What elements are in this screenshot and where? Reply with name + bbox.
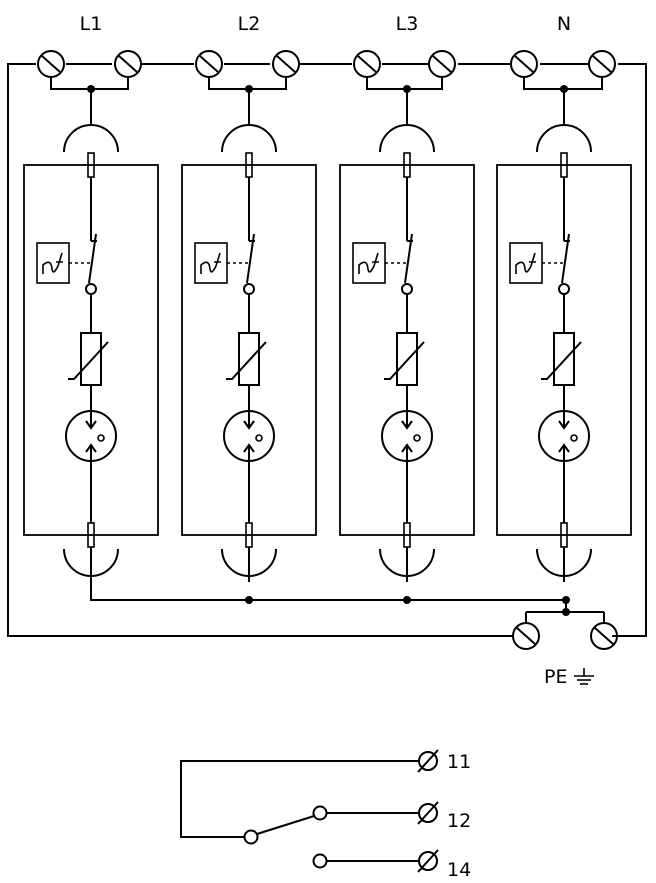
phase-label-n: N bbox=[557, 13, 571, 35]
terminal-14-icon bbox=[417, 849, 439, 873]
terminal-screw-l2-right-icon bbox=[272, 50, 300, 78]
outer-frame-wire bbox=[7, 63, 647, 637]
contact-pivot-icon bbox=[243, 829, 259, 845]
plug-arc-top-l1 bbox=[63, 124, 119, 153]
phase-label-l3: L3 bbox=[396, 13, 419, 35]
terminal-screw-l3-left-icon bbox=[353, 50, 381, 78]
terminal-label-12: 12 bbox=[447, 810, 471, 832]
protection-modules bbox=[23, 50, 632, 582]
terminal-screw-l3-right-icon bbox=[428, 50, 456, 78]
signal-contact-wire bbox=[180, 760, 419, 862]
pe-label: PE bbox=[544, 666, 567, 688]
disconnector-switch-l3 bbox=[404, 233, 413, 284]
pe-terminal-left-icon bbox=[512, 622, 540, 650]
disconnector-switch-n bbox=[561, 233, 570, 284]
thermal-trip-icon-l3 bbox=[352, 242, 408, 284]
plug-arc-top-l2 bbox=[221, 124, 277, 153]
terminal-screw-n-left-icon bbox=[510, 50, 538, 78]
junction-dot-l3 bbox=[403, 596, 411, 604]
terminal-label-14: 14 bbox=[447, 859, 471, 881]
pe-bus-wire bbox=[90, 580, 605, 622]
junction-dot-pe bbox=[562, 608, 570, 616]
contact-no-point-icon bbox=[312, 853, 328, 869]
module-l3 bbox=[339, 50, 475, 582]
contact-nc-point-icon bbox=[312, 805, 328, 821]
plug-arc-top-l3 bbox=[379, 124, 435, 153]
terminal-12-icon bbox=[417, 801, 439, 825]
terminal-screw-l2-left-icon bbox=[195, 50, 223, 78]
plug-arc-top-n bbox=[536, 124, 592, 153]
terminal-screw-l1-right-icon bbox=[114, 50, 142, 78]
terminal-11-icon bbox=[417, 749, 439, 773]
disconnector-switch-l2 bbox=[246, 233, 255, 284]
junction-dot-n bbox=[562, 596, 570, 604]
terminal-screw-l1-left-icon bbox=[37, 50, 65, 78]
phase-label-l2: L2 bbox=[238, 13, 261, 35]
thermal-trip-icon-n bbox=[509, 242, 565, 284]
contact-lever bbox=[256, 815, 315, 835]
disconnector-switch-l1 bbox=[88, 233, 97, 284]
junction-dot-l2 bbox=[245, 596, 253, 604]
pe-terminal-right-icon bbox=[590, 622, 618, 650]
terminal-label-11: 11 bbox=[447, 751, 471, 773]
thermal-trip-icon-l2 bbox=[194, 242, 250, 284]
gas-discharge-tube-icon-n bbox=[538, 410, 590, 462]
module-l1 bbox=[23, 50, 159, 582]
module-l2 bbox=[181, 50, 317, 582]
terminal-screw-n-right-icon bbox=[588, 50, 616, 78]
thermal-trip-icon-l1 bbox=[36, 242, 92, 284]
module-n bbox=[496, 50, 632, 582]
ground-icon bbox=[574, 668, 594, 685]
phase-label-l1: L1 bbox=[80, 13, 103, 35]
